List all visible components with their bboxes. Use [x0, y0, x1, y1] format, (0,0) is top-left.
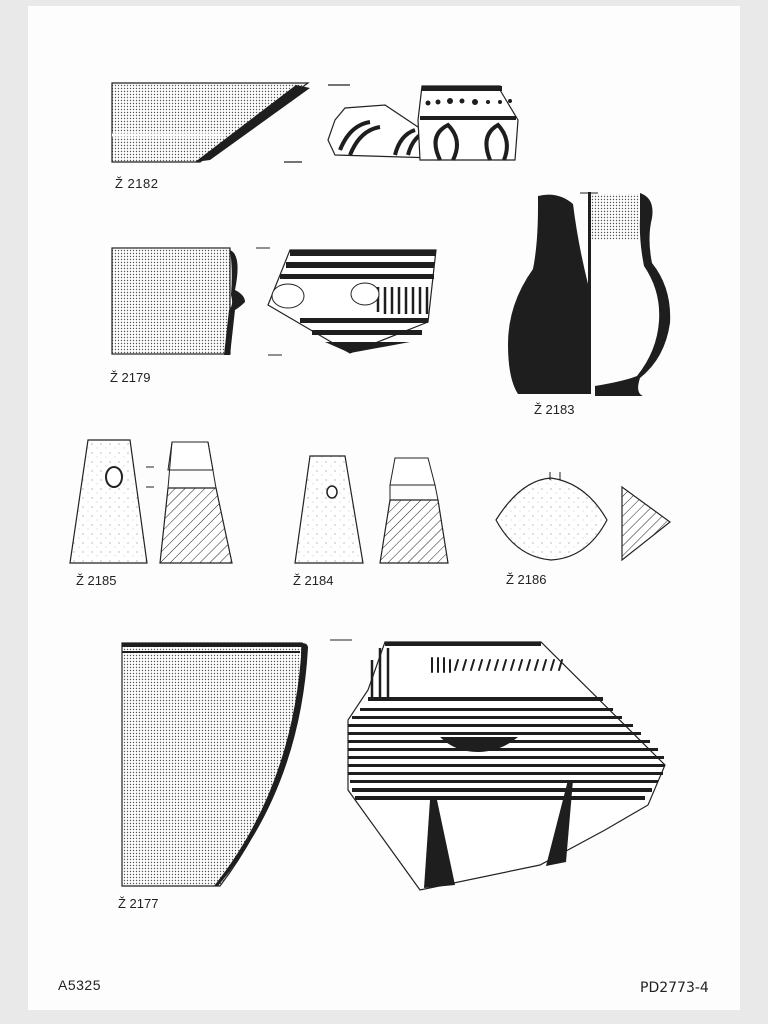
label-z2186: Ž 2186 — [506, 572, 546, 587]
drawing-sheet: Ž 2182 Ž 2179 Ž 2183 — [28, 6, 740, 1010]
z2179-exterior — [267, 249, 437, 354]
label-z2179: Ž 2179 — [110, 370, 150, 385]
z2182-exterior — [327, 85, 519, 161]
label-z2182: Ž 2182 — [115, 176, 158, 191]
z2177-profile — [121, 639, 352, 887]
z2186-object — [495, 472, 671, 562]
plate-number: PD2773-4 — [640, 980, 709, 996]
label-z2177: Ž 2177 — [118, 896, 158, 911]
z2184-object — [294, 455, 449, 564]
label-z2185: Ž 2185 — [76, 573, 116, 588]
z2177-exterior — [347, 641, 666, 891]
z2179-profile — [111, 247, 282, 356]
z2185-object — [69, 439, 233, 564]
z2182-profile — [111, 82, 350, 163]
label-z2184: Ž 2184 — [293, 573, 333, 588]
z2183-jug — [508, 192, 671, 396]
label-z2183: Ž 2183 — [534, 402, 574, 417]
artifact-drawings: Ž 2182 Ž 2179 Ž 2183 — [69, 82, 671, 911]
archive-number: A5325 — [58, 977, 101, 993]
